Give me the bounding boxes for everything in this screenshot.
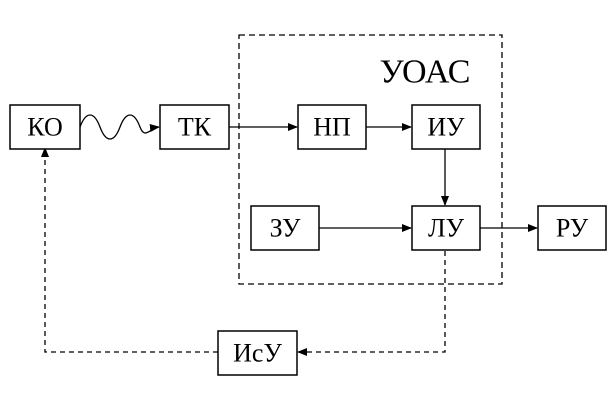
node-isu: ИсУ — [217, 330, 298, 376]
node-iu: ИУ — [411, 104, 481, 150]
edge-lu-isu — [297, 251, 446, 356]
node-tk: ТК — [159, 104, 230, 150]
uoas-group-title: УОАС — [380, 54, 471, 91]
uoas-group-frame — [238, 34, 503, 285]
node-np-label: НП — [313, 113, 351, 142]
node-ko: КО — [9, 104, 81, 150]
node-lu: ЛУ — [411, 205, 481, 251]
node-lu-label: ЛУ — [428, 214, 465, 243]
node-zu: ЗУ — [250, 205, 320, 251]
node-isu-label: ИсУ — [233, 339, 282, 368]
node-zu-label: ЗУ — [270, 214, 301, 243]
node-tk-label: ТК — [178, 113, 212, 142]
edge-ko-tk — [79, 114, 160, 140]
node-ko-label: КО — [27, 113, 62, 142]
node-ru-label: РУ — [556, 214, 589, 243]
node-ru: РУ — [537, 205, 607, 251]
node-iu-label: ИУ — [427, 113, 465, 142]
node-np: НП — [297, 104, 367, 150]
edge-isu-ko — [41, 147, 218, 353]
